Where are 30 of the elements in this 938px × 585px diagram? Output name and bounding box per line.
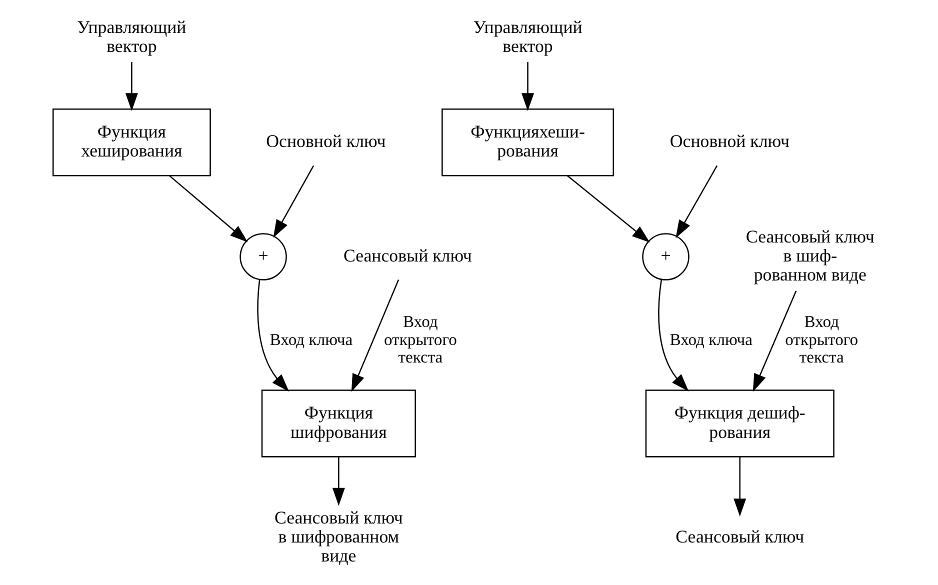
- edge-label: Вход ключа: [270, 330, 353, 349]
- arrow: [169, 175, 248, 242]
- node-text: Сеансовый ключ: [343, 245, 472, 266]
- arrow: [676, 165, 718, 238]
- arrow: [273, 165, 314, 238]
- arrow: [522, 62, 534, 112]
- node-text: Основной ключ: [670, 131, 790, 152]
- node-box: Функция дешиф- рования: [645, 390, 834, 458]
- node-text: Сеансовый ключ: [676, 526, 804, 547]
- arrow: [752, 290, 797, 392]
- node-text: Сеансовый ключ в шифрованном виде: [274, 507, 403, 566]
- edge-label: Вход открытого текста: [785, 312, 858, 367]
- node-box: Функцияхеши- рования: [442, 108, 614, 176]
- arrow: [734, 457, 746, 516]
- edge-label: Вход открытого текста: [384, 312, 457, 367]
- node-box: Функция хеширования: [52, 108, 211, 176]
- arrow: [566, 175, 650, 243]
- edge-label: Вход ключа: [670, 330, 753, 349]
- node-text: Управляющий вектор: [473, 16, 582, 56]
- node-text: Основной ключ: [266, 131, 386, 152]
- arrow: [658, 279, 689, 392]
- arrow: [351, 280, 400, 392]
- node-circle: +: [240, 233, 287, 280]
- arrow: [125, 62, 138, 112]
- node-text: Управляющий вектор: [77, 16, 186, 56]
- arrow: [332, 457, 345, 506]
- node-box: Функция шифрования: [261, 390, 416, 458]
- arrow: [257, 279, 290, 392]
- node-circle: +: [642, 233, 690, 280]
- node-text: Сеансовый ключ в шиф- рованном виде: [746, 226, 874, 285]
